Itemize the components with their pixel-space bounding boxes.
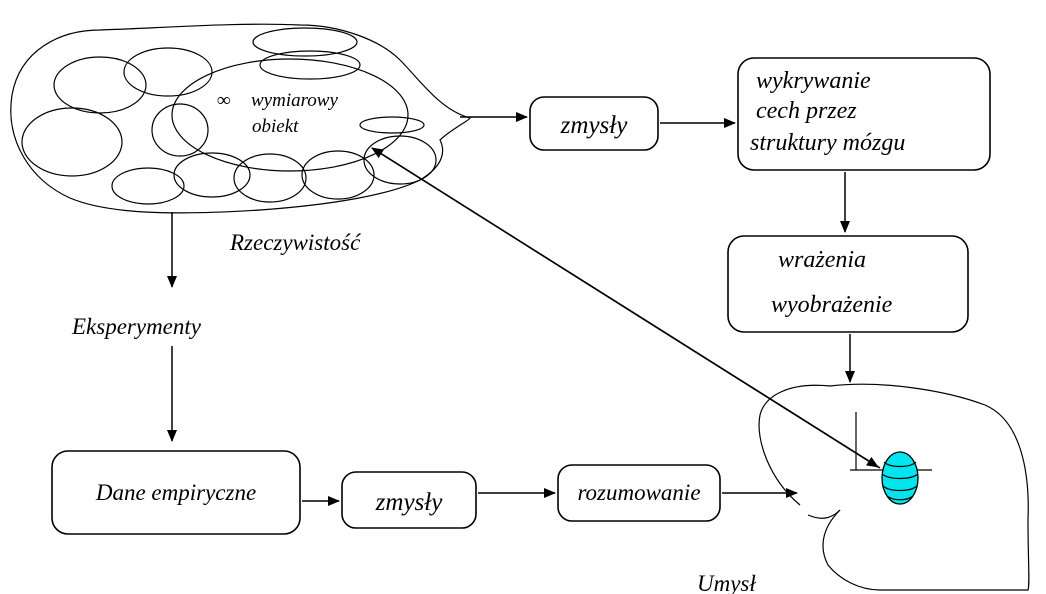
cell-ellipse [173, 152, 251, 198]
core-band [886, 495, 914, 501]
cell-ellipse [359, 116, 425, 134]
brain-fold [807, 509, 841, 519]
arrow-reality-to-mind-core [371, 147, 879, 468]
impressions-line2: wyobrażenie [771, 292, 893, 318]
feature-detection-line1: wykrywanie [756, 68, 871, 94]
core-band [882, 485, 918, 492]
senses-box-bottom [341, 471, 477, 529]
feature-detection-line3: struktury mózgu [750, 130, 905, 156]
reasoning-label: rozumowanie [577, 480, 700, 505]
reality-caption: Rzeczywistość [229, 230, 361, 255]
mind-brain [758, 383, 1030, 591]
cell-ellipse [259, 50, 361, 80]
core-band [883, 461, 917, 468]
senses-label-bottom: zmysły [375, 489, 444, 516]
cell-ellipse [233, 153, 307, 203]
cell-ellipse [111, 167, 185, 205]
cell-ellipse [123, 47, 213, 97]
impressions-line1: wrażenia [778, 247, 866, 273]
cell-ellipse [363, 135, 437, 185]
feature-detection-box [737, 57, 991, 171]
mind-caption: Umysł [697, 571, 756, 594]
experiments-label: Eksperymenty [71, 314, 202, 339]
cell-ellipse [21, 107, 123, 177]
empirical-data-box [51, 450, 301, 535]
senses-label-top: zmysły [560, 112, 629, 139]
brain-outline [758, 383, 1030, 591]
object-label-line2: obiekt [252, 116, 299, 137]
feature-detection-line2: cech przez [756, 98, 857, 124]
core-band [881, 473, 919, 480]
reality-object-cloud: ∞ wymiarowy obiekt [10, 23, 471, 214]
main-object-ellipse [171, 58, 409, 172]
cell-ellipse [53, 56, 147, 114]
senses-box-top [529, 96, 659, 151]
infinity-symbol: ∞ [217, 90, 231, 111]
reasoning-box [557, 464, 721, 522]
object-label-line1: wymiarowy [251, 90, 338, 111]
cell-ellipse [252, 27, 358, 57]
cell-ellipse [301, 150, 375, 200]
empirical-data-label: Dane empiryczne [95, 480, 256, 505]
cell-ellipse [151, 103, 209, 157]
impressions-box [727, 235, 969, 333]
